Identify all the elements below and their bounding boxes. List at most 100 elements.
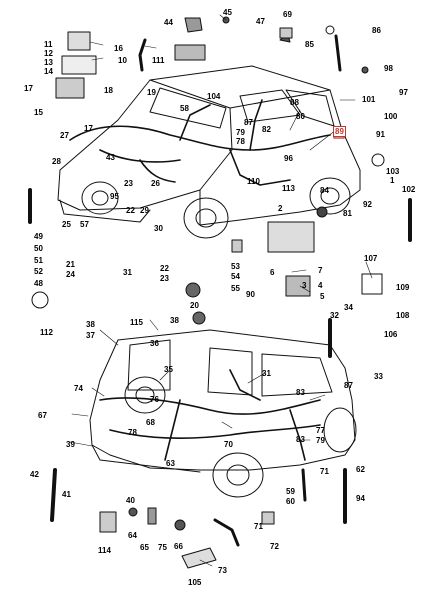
callout-2: 2 — [278, 204, 283, 213]
callout-44: 44 — [164, 18, 173, 27]
parts — [28, 16, 412, 569]
callout-12: 12 — [44, 49, 53, 58]
callout-6: 6 — [270, 268, 275, 277]
callout-63: 63 — [166, 459, 175, 468]
callout-89-highlighted[interactable]: 89 — [333, 126, 346, 137]
callout-98: 98 — [384, 64, 393, 73]
callout-31a: 31 — [123, 268, 132, 277]
callout-1: 1 — [390, 176, 395, 185]
callout-13: 13 — [44, 58, 53, 67]
callout-104: 104 — [207, 92, 221, 101]
callout-105: 105 — [188, 578, 202, 587]
callout-43: 43 — [106, 153, 115, 162]
callout-64: 64 — [128, 531, 137, 540]
callout-90: 90 — [246, 290, 255, 299]
callout-83a: 83 — [296, 388, 305, 397]
callout-110: 110 — [247, 177, 260, 186]
callout-102: 102 — [402, 185, 416, 194]
callout-17a: 17 — [24, 84, 33, 93]
callout-83b: 83 — [296, 435, 305, 444]
callout-103: 103 — [386, 167, 400, 176]
callout-27: 27 — [60, 131, 69, 140]
callout-114: 114 — [98, 546, 111, 555]
callout-78b: 78 — [128, 428, 137, 437]
callout-70: 70 — [224, 440, 233, 449]
callout-87b: 87 — [344, 381, 353, 390]
callout-49: 50 — [34, 244, 43, 253]
callout-38a: 38 — [86, 320, 95, 329]
callout-21: 21 — [66, 260, 75, 269]
callout-94: 94 — [356, 494, 365, 503]
callout-55: 55 — [231, 284, 240, 293]
lower-wiring-harness — [99, 369, 321, 461]
callout-67: 67 — [38, 411, 47, 420]
callout-113: 113 — [282, 184, 295, 193]
callout-52: 48 — [34, 279, 43, 288]
callout-76: 76 — [150, 395, 159, 404]
callout-78: 78 — [236, 137, 245, 146]
callout-16: 16 — [114, 44, 123, 53]
callout-69: 69 — [283, 10, 292, 19]
callout-38b: 38 — [170, 316, 179, 325]
callout-40: 40 — [126, 496, 135, 505]
callout-50: 51 — [34, 256, 43, 265]
lower-vehicle-body — [89, 329, 357, 498]
callout-4: 4 — [318, 281, 323, 290]
callout-79a: 79 — [236, 128, 245, 137]
callout-75: 75 — [158, 543, 167, 552]
callout-26: 26 — [151, 179, 160, 188]
callout-92: 92 — [363, 200, 372, 209]
callout-29: 29 — [140, 206, 149, 215]
callout-5: 5 — [320, 292, 325, 301]
callout-54: 54 — [231, 272, 240, 281]
callout-82: 82 — [262, 125, 271, 134]
callout-39: 39 — [66, 440, 75, 449]
callout-74: 74 — [74, 384, 83, 393]
callout-34: 34 — [344, 303, 353, 312]
callout-24: 24 — [66, 270, 75, 279]
callout-37: 37 — [86, 331, 95, 340]
callout-3: 3 — [302, 281, 307, 290]
callout-66: 66 — [174, 542, 183, 551]
callout-23b: 23 — [160, 274, 169, 283]
callout-19: 19 — [147, 88, 156, 97]
callout-80: 80 — [296, 112, 305, 121]
callout-25: 25 — [62, 220, 71, 229]
callout-15: 15 — [34, 108, 43, 117]
callout-85: 85 — [305, 40, 314, 49]
callout-84: 84 — [320, 186, 329, 195]
callout-31b: 31 — [262, 369, 271, 378]
callout-107: 107 — [364, 254, 378, 263]
callout-72: 72 — [270, 542, 279, 551]
callout-48: 49 — [34, 232, 43, 241]
callout-35: 35 — [164, 365, 173, 374]
callout-95: 95 — [110, 192, 119, 201]
callout-91: 91 — [376, 130, 385, 139]
upper-vehicle-body — [57, 65, 361, 239]
upper-wiring-harness — [69, 99, 331, 186]
callout-14: 14 — [44, 67, 53, 76]
callout-77: 77 — [316, 426, 325, 435]
callout-20: 20 — [190, 301, 199, 310]
callout-45: 45 — [223, 8, 232, 17]
callout-58: 58 — [180, 104, 189, 113]
callout-87: 87 — [244, 118, 253, 127]
callout-11: 11 — [44, 40, 53, 49]
callout-81: 81 — [343, 209, 352, 218]
callout-59: 59 — [286, 487, 295, 496]
callout-10: 10 — [118, 56, 127, 65]
callout-42: 42 — [30, 470, 39, 479]
leader-lines — [69, 14, 373, 567]
callout-97: 97 — [399, 88, 408, 97]
callout-86: 86 — [372, 26, 381, 35]
callout-28: 28 — [52, 157, 61, 166]
callout-65: 65 — [140, 543, 149, 552]
callout-88: 88 — [290, 98, 299, 107]
callout-17b: 17 — [84, 124, 93, 133]
callout-30: 30 — [154, 224, 163, 233]
callout-109: 109 — [396, 283, 410, 292]
callout-51: 52 — [34, 267, 43, 276]
callout-106: 106 — [384, 330, 398, 339]
